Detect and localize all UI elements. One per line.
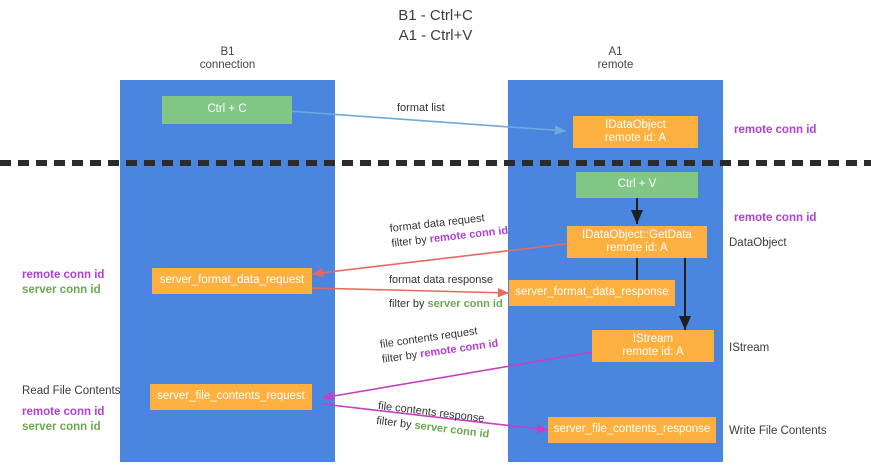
lane-title-a1-name: A1 — [608, 46, 623, 58]
edge-label-format-data-request: format data request filter by remote con… — [389, 209, 509, 252]
left-annotation-remote-conn-id: remote conn id — [22, 269, 105, 281]
right-annotation-istream: IStream — [729, 342, 770, 354]
edge-label-format-data-response: format data response filter by server co… — [389, 273, 503, 312]
diagram-title: B1 - Ctrl+C A1 - Ctrl+V — [0, 6, 871, 46]
lane-title-b1-name: B1 — [220, 46, 235, 58]
node-server-file-contents-request[interactable]: server_file_contents_request — [150, 384, 312, 410]
node-server-file-contents-response[interactable]: server_file_contents_response — [548, 417, 716, 443]
filter-prefix: filter by — [389, 298, 428, 310]
node-server-format-data-response[interactable]: server_format_data_response — [509, 280, 675, 306]
node-server-format-data-request[interactable]: server_format_data_request — [152, 268, 312, 294]
lane-title-b1: B1 connection — [120, 46, 335, 72]
node-server-file-contents-response-label: server_file_contents_response — [553, 423, 711, 436]
edge-label-file-contents-request: file contents request filter by remote c… — [379, 322, 499, 368]
lane-title-a1: A1 remote — [508, 46, 723, 72]
filter-prefix: filter by — [390, 233, 431, 250]
filter-prefix: filter by — [381, 348, 422, 366]
filter-key-server-conn-id: server conn id — [427, 298, 503, 310]
node-istream-line1: IStream — [632, 332, 674, 345]
edge-label-format-list-text: format list — [397, 102, 445, 114]
node-server-format-data-request-label: server_format_data_request — [159, 274, 305, 287]
node-ctrl-c-label: Ctrl + C — [207, 103, 247, 116]
left-annotation-read-file-contents: Read File Contents remote conn id server… — [22, 384, 120, 435]
node-ctrl-v-label: Ctrl + V — [617, 178, 657, 191]
edge-label-format-data-response-filter: filter by server conn id — [389, 297, 503, 312]
node-getdata-line2: remote id: A — [606, 242, 668, 254]
node-getdata-line1: IDataObject::GetData — [582, 228, 692, 241]
left-annotation-bottom-server-conn-id: server conn id — [22, 421, 101, 433]
node-ctrl-c[interactable]: Ctrl + C — [162, 96, 292, 124]
node-server-file-contents-request-label: server_file_contents_request — [157, 390, 305, 403]
edge-label-format-data-response-text: format data response — [389, 274, 493, 286]
diagram-title-line2: A1 - Ctrl+V — [398, 27, 473, 44]
lane-title-b1-role: connection — [199, 59, 256, 71]
left-annotation-conn-ids: remote conn id server conn id — [22, 268, 104, 298]
right-annotation-remote-conn-id-top: remote conn id — [734, 124, 817, 136]
lane-title-a1-role: remote — [597, 59, 634, 71]
node-idataobject-line1: IDataObject — [605, 118, 666, 131]
node-istream-line2: remote id: A — [622, 346, 684, 358]
left-annotation-read-heading: Read File Contents — [22, 385, 121, 397]
diagram-title-line1: B1 - Ctrl+C — [398, 7, 473, 24]
left-annotation-bottom-remote-conn-id: remote conn id — [22, 406, 105, 418]
node-idataobject-getdata[interactable]: IDataObject::GetData remote id: A — [567, 226, 707, 258]
right-annotation-remote-conn-id-getdata: remote conn id — [734, 212, 817, 224]
left-annotation-server-conn-id: server conn id — [22, 284, 101, 296]
edge-label-file-contents-response: file contents response filter by server … — [375, 399, 492, 443]
node-ctrl-v[interactable]: Ctrl + V — [576, 172, 698, 198]
right-annotation-write-file-contents: Write File Contents — [729, 425, 827, 437]
filter-prefix: filter by — [375, 414, 416, 432]
node-server-format-data-response-label: server_format_data_response — [515, 286, 669, 299]
node-idataobject-line2: remote id: A — [604, 132, 667, 144]
node-idataobject[interactable]: IDataObject remote id: A — [573, 116, 698, 148]
edge-label-format-list: format list — [397, 101, 445, 116]
node-istream[interactable]: IStream remote id: A — [592, 330, 714, 362]
right-annotation-dataobject: DataObject — [729, 237, 787, 249]
